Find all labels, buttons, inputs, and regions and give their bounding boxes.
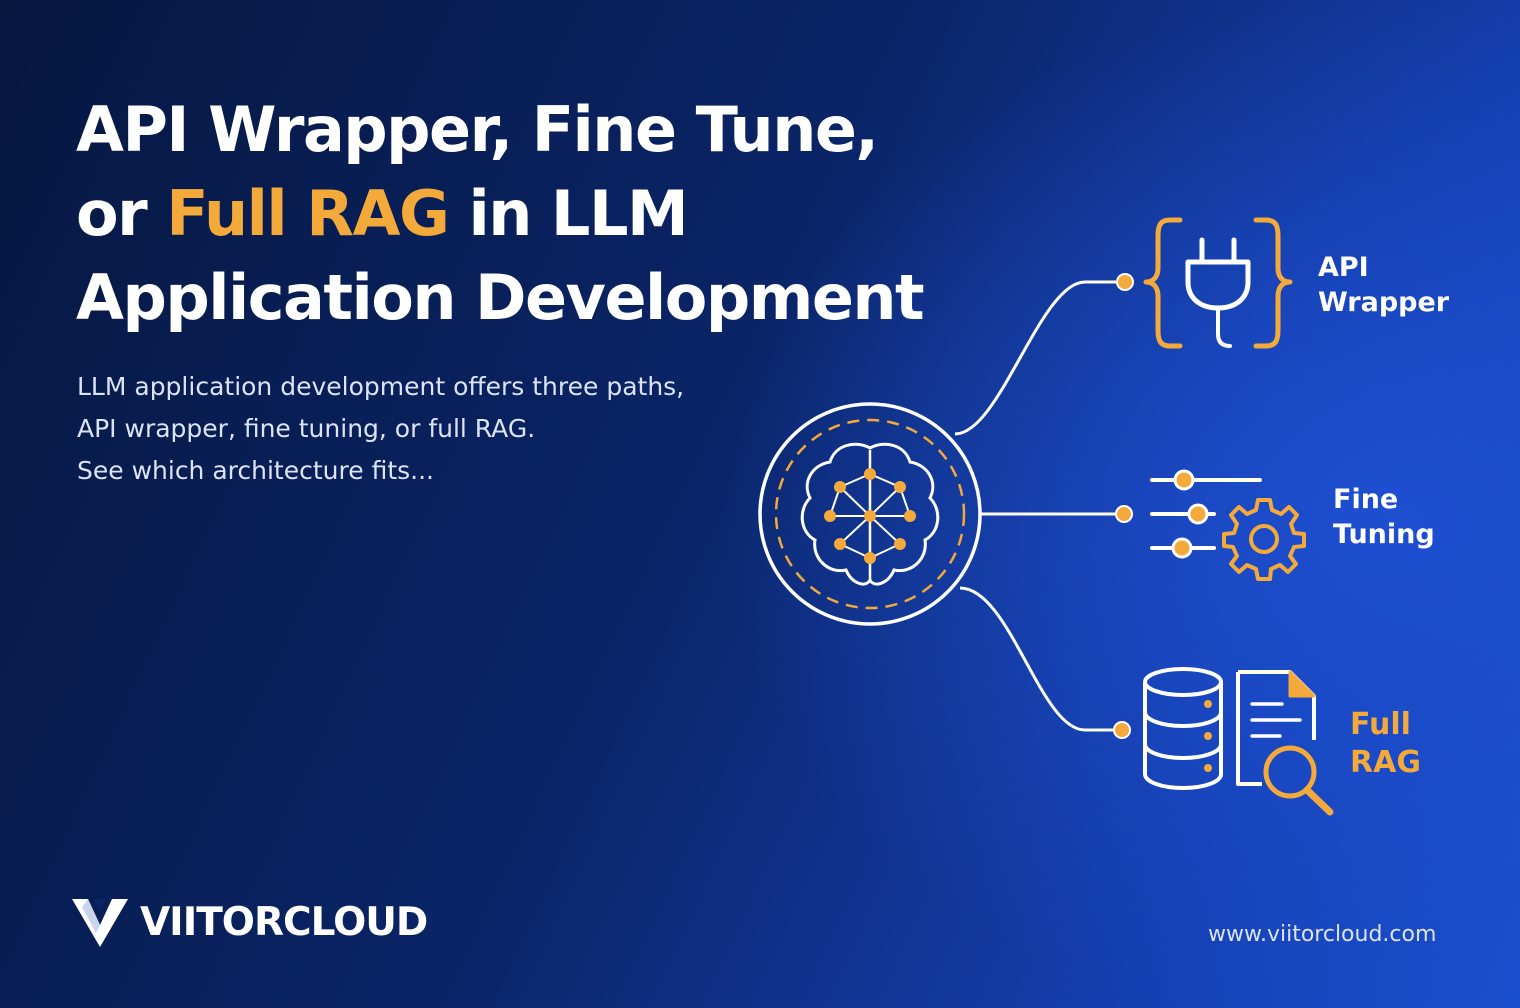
subtitle-line-3: See which architecture fits...	[77, 456, 434, 485]
subtitle: LLM application development offers three…	[77, 366, 777, 492]
subtitle-line-2: API wrapper, fine tuning, or full RAG.	[77, 414, 536, 443]
title-line-2-prefix: or	[76, 177, 167, 250]
connector-dot-tuning	[1115, 505, 1133, 523]
connector-dot-rag	[1113, 721, 1131, 739]
sliders-gear-icon	[1150, 469, 1306, 581]
option-label-fine-tuning: Fine Tuning	[1333, 484, 1435, 550]
website-link[interactable]: www.viitorcloud.com	[1208, 922, 1437, 947]
brand-logo[interactable]: VIITORCLOUD	[70, 894, 428, 950]
option-label-api-wrapper: API Wrapper	[1318, 252, 1450, 318]
brain-network-icon	[758, 402, 982, 626]
brand-name: VIITORCLOUD	[140, 899, 428, 945]
title-line-2-suffix: in LLM	[448, 177, 688, 250]
connector-full-rag	[959, 586, 1122, 732]
page-title: API Wrapper, Fine Tune, or Full RAG in L…	[76, 88, 976, 340]
connector-api-wrapper	[954, 280, 1124, 436]
connector-dot-api	[1116, 273, 1134, 291]
subtitle-line-1: LLM application development offers three…	[77, 372, 685, 401]
plug-code-icon	[1143, 217, 1293, 349]
title-line-3: Application Development	[76, 261, 925, 334]
title-line-1: API Wrapper, Fine Tune,	[76, 93, 879, 166]
title-highlight: Full RAG	[166, 177, 450, 250]
option-label-full-rag: Full RAG	[1350, 707, 1421, 780]
viitorcloud-logo-icon	[72, 899, 128, 947]
database-search-icon	[1143, 667, 1334, 816]
